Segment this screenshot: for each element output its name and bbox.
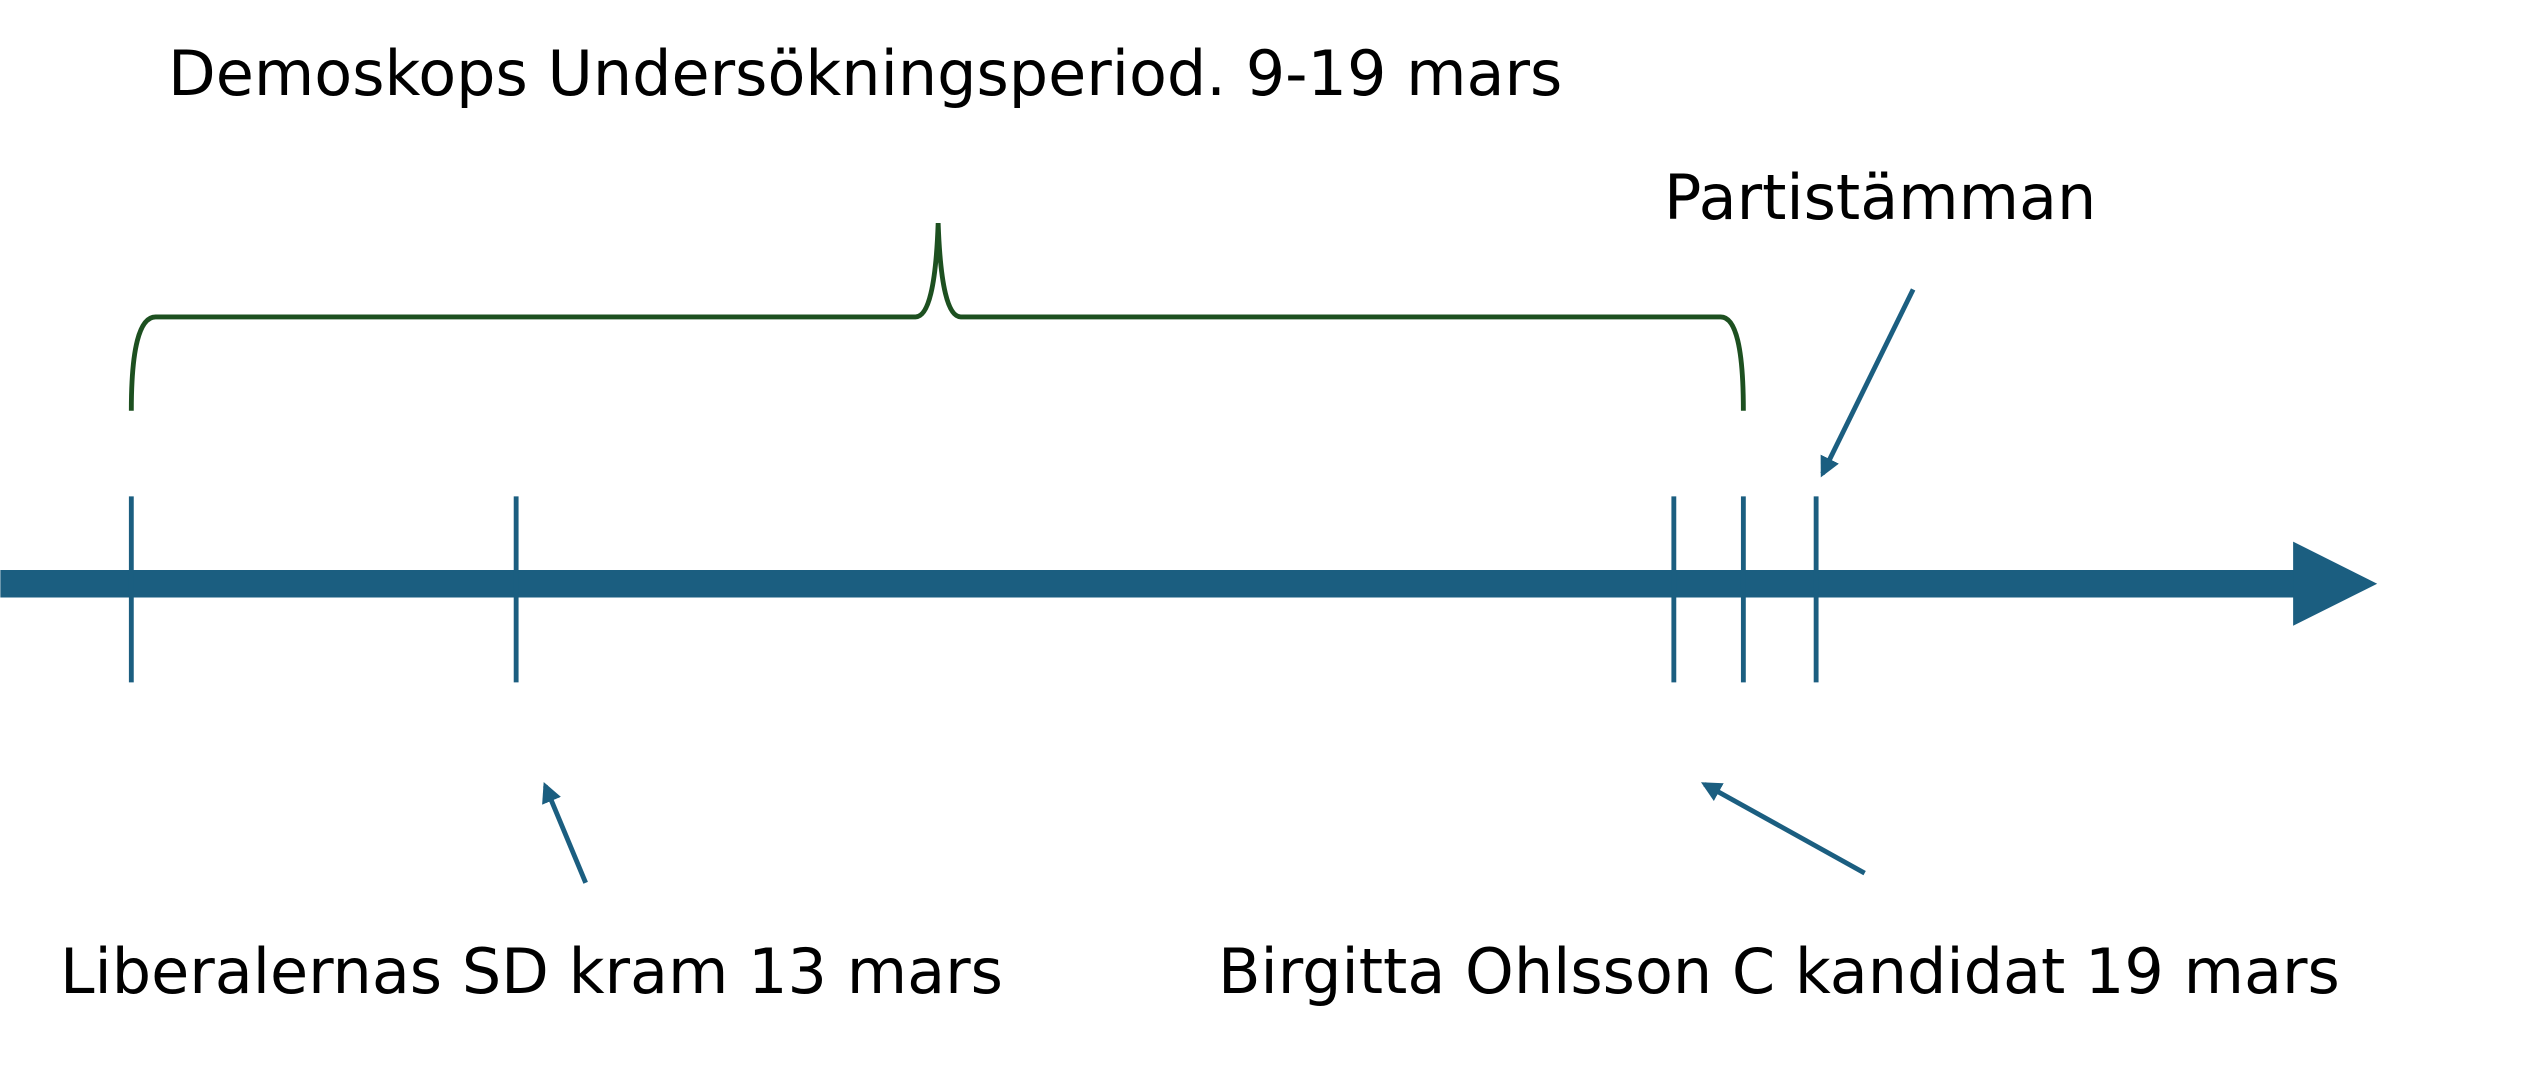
- arrow-liberalerna: [542, 782, 588, 884]
- event-label-liberalerna: Liberalernas SD kram 13 mars: [60, 935, 1003, 1008]
- survey-period-title: Demoskops Undersökningsperiod. 9-19 mars: [168, 37, 1563, 110]
- survey-period-bracket: [128, 223, 1746, 411]
- arrow-birgitta: [1700, 782, 1866, 876]
- arrow-partistamman: [1820, 288, 1916, 478]
- event-label-birgitta: Birgitta Ohlsson C kandidat 19 mars: [1218, 935, 2340, 1008]
- timeline-arrowhead: [2293, 541, 2378, 626]
- event-label-partistamman: Partistämman: [1664, 161, 2097, 234]
